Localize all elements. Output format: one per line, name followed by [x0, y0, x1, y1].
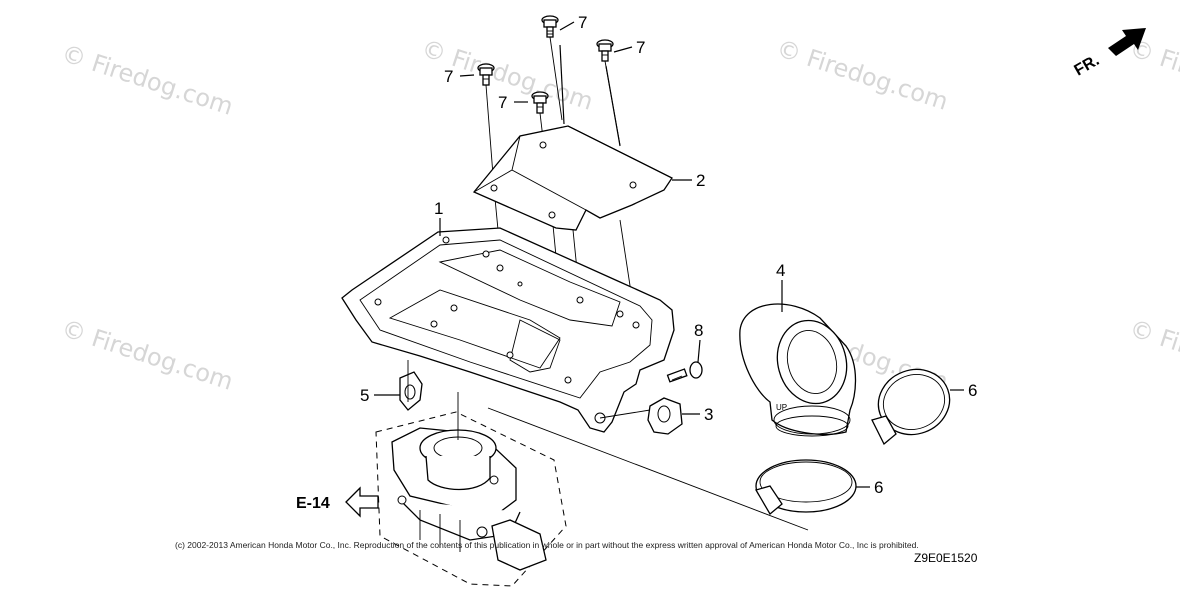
callout-7-right: 7 — [636, 38, 645, 57]
elbow-duct-part-4: UP — [739, 303, 857, 437]
front-arrow-icon — [1108, 28, 1146, 56]
assembly-lines — [407, 360, 809, 531]
watermark-8: © Firedog.com — [1126, 314, 1180, 396]
bolt-part-8 — [666, 361, 703, 383]
bracket-plate-part-2 — [472, 125, 673, 231]
reference-arrow-icon — [345, 486, 379, 518]
carburetor-reference-group — [375, 411, 567, 587]
watermark-1: © Firedog.com — [58, 39, 236, 121]
callout-labels: 7 7 7 7 2 1 4 8 5 3 6 6 E-14 — [296, 13, 977, 512]
bolt-7-top — [541, 15, 559, 38]
copyright-notice: (c) 2002-2013 American Honda Motor Co., … — [175, 540, 919, 550]
front-label: FR. — [1072, 52, 1103, 80]
bolt-7-middle — [531, 91, 549, 114]
watermark-3: © Firedog.com — [773, 34, 951, 116]
reference-e14-label: E-14 — [296, 495, 330, 512]
grommet-part-3 — [647, 397, 683, 435]
bolt-7-right — [596, 39, 614, 62]
callout-3: 3 — [704, 405, 713, 424]
base-plate-part-1 — [341, 227, 675, 433]
svg-text:UP: UP — [776, 403, 787, 412]
callout-7-top: 7 — [578, 13, 587, 32]
callout-7-middle: 7 — [498, 93, 507, 112]
callout-5: 5 — [360, 386, 369, 405]
watermark-5: © Firedog.com — [58, 314, 236, 396]
hose-clamp-part-6-right — [871, 368, 951, 446]
bolt-7-left — [477, 63, 495, 86]
callout-8: 8 — [694, 321, 703, 340]
callout-2: 2 — [696, 171, 705, 190]
callout-4: 4 — [776, 261, 785, 280]
callout-6-right: 6 — [968, 381, 977, 400]
diagram-code: Z9E0E1520 — [914, 551, 978, 565]
watermark-4: © Firedog.com — [1126, 34, 1180, 116]
callout-6-bottom: 6 — [874, 478, 883, 497]
clip-part-5 — [399, 371, 423, 411]
callout-leaders — [345, 21, 964, 518]
hose-clamp-part-6-bottom — [755, 459, 857, 515]
callout-7-left: 7 — [444, 67, 453, 86]
callout-1: 1 — [434, 199, 443, 218]
